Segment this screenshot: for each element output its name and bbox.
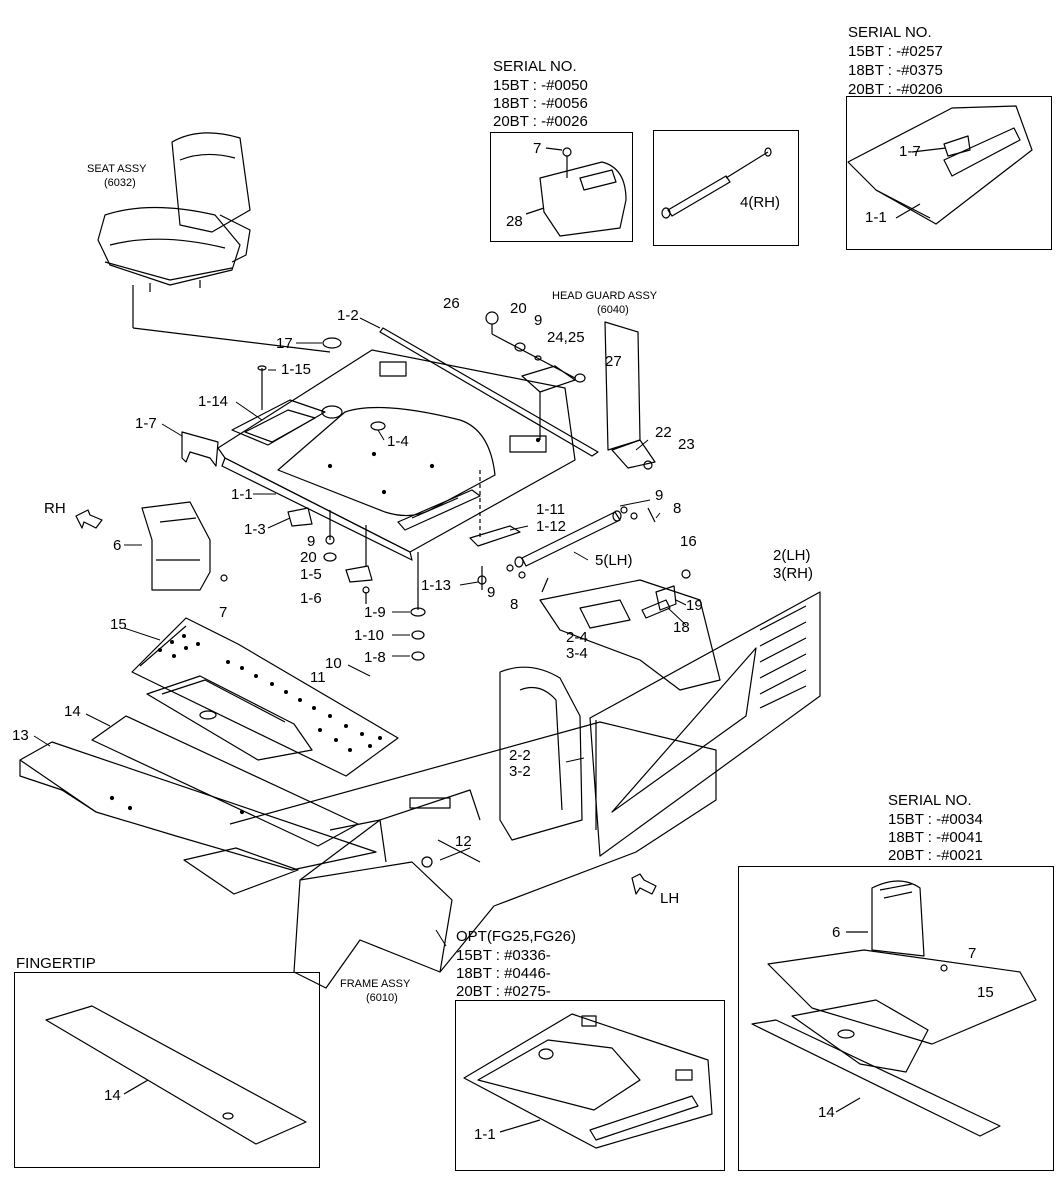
callout-9-right: 9 xyxy=(655,487,664,504)
serial-line-20bt-top-center: 20BT : -#0026 xyxy=(493,113,588,130)
callout-14-inset-fingertip: 14 xyxy=(104,1087,121,1104)
callout-3-rh: 3(RH) xyxy=(773,565,813,582)
serial-line-18bt-top-right: 18BT : -#0375 xyxy=(848,62,943,79)
callout-12: 12 xyxy=(455,833,472,850)
frame-assy-label: FRAME ASSY xyxy=(340,978,411,990)
inset-box-bottom-right xyxy=(738,866,1054,1171)
callout-1-2: 1-2 xyxy=(337,307,359,324)
callout-9-lower: 9 xyxy=(487,584,496,601)
serial-title-bottom-right: SERIAL NO. xyxy=(888,792,972,809)
inset-box-top-right xyxy=(846,96,1052,250)
callout-28-inset-top-center: 28 xyxy=(506,213,523,230)
serial-title-top-center: SERIAL NO. xyxy=(493,58,577,75)
callout-1-11: 1-11 xyxy=(536,501,565,518)
callout-14: 14 xyxy=(64,703,81,720)
frame-assy-code: (6010) xyxy=(366,992,398,1004)
callout-15: 15 xyxy=(110,616,127,633)
callout-20-top: 20 xyxy=(510,300,527,317)
inset-box-gas-spring xyxy=(653,130,799,246)
callout-8-lower: 8 xyxy=(510,596,519,613)
callout-27: 27 xyxy=(605,353,622,370)
callout-22: 22 xyxy=(655,424,672,441)
callout-1-6: 1-6 xyxy=(300,590,322,607)
callout-9-left: 9 xyxy=(307,533,316,550)
callout-9-top: 9 xyxy=(534,312,543,329)
callout-1-7: 1-7 xyxy=(135,415,157,432)
callout-14-inset-bottom-right: 14 xyxy=(818,1104,835,1121)
callout-8-right: 8 xyxy=(673,500,682,517)
callout-2-4: 2-4 xyxy=(566,629,588,646)
callout-1-15: 1-15 xyxy=(281,361,312,378)
callout-13: 13 xyxy=(12,727,29,744)
opt-line-20bt: 20BT : #0275- xyxy=(456,983,551,1000)
inset-box-fingertip xyxy=(14,972,320,1168)
callout-5-lh: 5(LH) xyxy=(595,552,633,569)
callout-16: 16 xyxy=(680,533,697,550)
seat-assy-label: SEAT ASSY xyxy=(87,163,147,175)
serial-line-15bt-bottom-right: 15BT : -#0034 xyxy=(888,811,983,828)
callout-26: 26 xyxy=(443,295,460,312)
callout-1-5: 1-5 xyxy=(300,566,322,583)
callout-1-8: 1-8 xyxy=(364,649,386,666)
callout-2-2: 2-2 xyxy=(509,747,531,764)
opt-line-18bt: 18BT : #0446- xyxy=(456,965,551,982)
floor-plate-drawing xyxy=(217,349,576,561)
serial-title-top-right: SERIAL NO. xyxy=(848,24,932,41)
callout-19: 19 xyxy=(686,597,703,614)
callout-6: 6 xyxy=(113,537,122,554)
callout-1-14: 1-14 xyxy=(198,393,229,410)
serial-line-20bt-bottom-right: 20BT : -#0021 xyxy=(888,847,983,864)
callout-4rh-inset: 4(RH) xyxy=(740,194,780,211)
callout-1-1-inset-top-right: 1-1 xyxy=(865,209,887,226)
serial-line-15bt-top-center: 15BT : -#0050 xyxy=(493,77,588,94)
callout-3-4: 3-4 xyxy=(566,645,588,662)
callout-1-7-inset-top-right: 1-7 xyxy=(899,143,921,160)
callout-1-1: 1-1 xyxy=(231,486,253,503)
callout-1-9: 1-9 xyxy=(364,604,386,621)
callout-1-3: 1-3 xyxy=(244,521,266,538)
inset-box-opt xyxy=(455,1000,725,1171)
opt-title: OPT(FG25,FG26) xyxy=(456,928,577,945)
callout-17: 17 xyxy=(276,335,293,352)
callout-24-25: 24,25 xyxy=(547,329,585,346)
serial-line-18bt-top-center: 18BT : -#0056 xyxy=(493,95,588,112)
callout-1-1-inset-opt: 1-1 xyxy=(474,1126,496,1143)
frame-assy-drawing xyxy=(229,579,721,989)
callout-1-10: 1-10 xyxy=(354,627,385,644)
callout-23: 23 xyxy=(678,436,695,453)
serial-line-20bt-top-right: 20BT : -#0206 xyxy=(848,81,943,98)
seat-assy-code: (6032) xyxy=(104,177,136,189)
step-plate-drawing xyxy=(131,617,399,777)
callout-18: 18 xyxy=(673,619,690,636)
callout-10: 10 xyxy=(325,655,342,672)
direction-lh-label: LH xyxy=(660,890,680,907)
callout-1-12: 1-12 xyxy=(536,518,567,535)
callout-1-13: 1-13 xyxy=(421,577,452,594)
serial-line-18bt-bottom-right: 18BT : -#0041 xyxy=(888,829,983,846)
fingertip-title: FINGERTIP xyxy=(16,955,96,972)
seat-assy-drawing xyxy=(97,132,251,292)
opt-line-15bt: 15BT : #0336- xyxy=(456,947,551,964)
callout-15-inset-bottom-right: 15 xyxy=(977,984,994,1001)
side-panel-drawing xyxy=(589,591,821,857)
callout-2-lh: 2(LH) xyxy=(773,547,811,564)
callout-3-2: 3-2 xyxy=(509,763,531,780)
callout-7-inset-bottom-right: 7 xyxy=(968,945,977,962)
head-guard-assy-label: HEAD GUARD ASSY xyxy=(552,290,658,302)
callout-6-inset-bottom-right: 6 xyxy=(832,924,841,941)
callout-7-inset-top-center: 7 xyxy=(533,140,542,157)
inset-box-top-center xyxy=(490,132,633,242)
head-guard-drawing xyxy=(485,311,656,470)
callout-7: 7 xyxy=(219,604,228,621)
head-guard-assy-code: (6040) xyxy=(597,304,629,316)
callout-11: 11 xyxy=(310,669,326,686)
direction-rh-label: RH xyxy=(44,500,66,517)
serial-line-15bt-top-right: 15BT : -#0257 xyxy=(848,43,943,60)
callout-1-4: 1-4 xyxy=(387,433,409,450)
callout-20-left: 20 xyxy=(300,549,317,566)
